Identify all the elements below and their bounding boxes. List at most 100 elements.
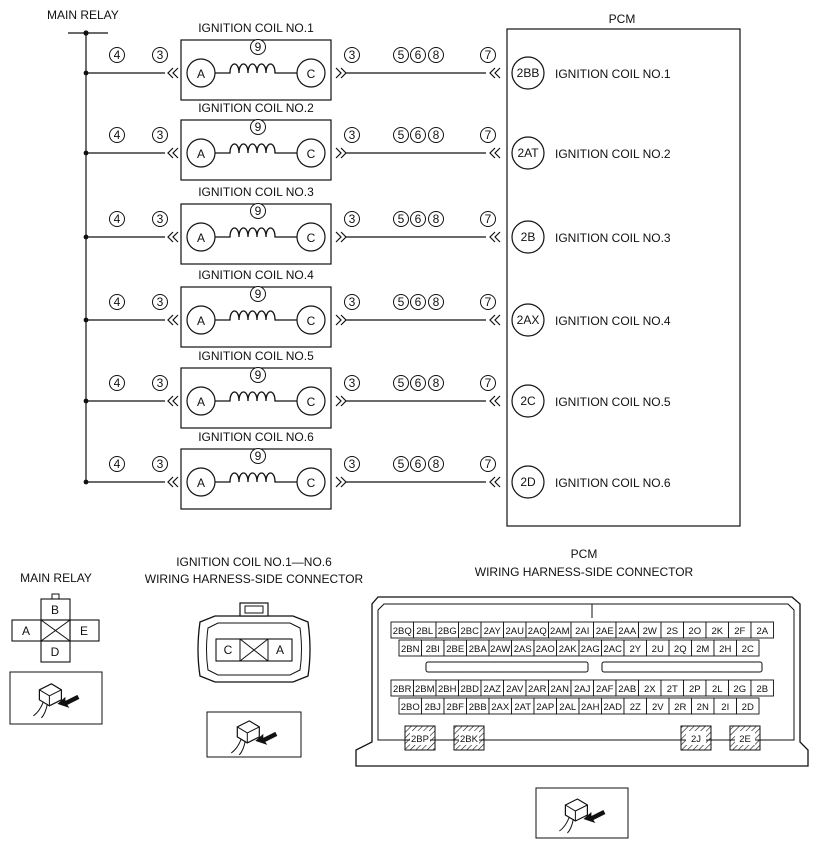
wire-marker-5: 5 bbox=[398, 295, 405, 309]
pcm-pin-label: 2BC bbox=[461, 626, 480, 637]
pcm-pin-label: 2AI bbox=[575, 626, 589, 637]
pcm-pin-label: 2B bbox=[756, 684, 768, 695]
pcm-pin-label: 2AA bbox=[618, 626, 637, 637]
wire-marker-3: 3 bbox=[349, 457, 356, 471]
coil-marker-9: 9 bbox=[255, 287, 262, 301]
coil-pin-a: A bbox=[197, 395, 205, 409]
wire-marker-5: 5 bbox=[398, 457, 405, 471]
pcm-terminal: 2D bbox=[520, 475, 536, 489]
coil-title: IGNITION COIL NO.5 bbox=[198, 349, 314, 363]
relay-pin: D bbox=[51, 645, 60, 659]
pcm-terminal-label: IGNITION COIL NO.5 bbox=[555, 395, 671, 409]
coil-connector-title2: WIRING HARNESS-SIDE CONNECTOR bbox=[145, 572, 364, 586]
pcm-pin-label: 2C bbox=[742, 644, 754, 655]
coil-conn-pin-a: A bbox=[276, 643, 284, 657]
wire-marker-3: 3 bbox=[157, 376, 164, 390]
wire-marker-4: 4 bbox=[114, 295, 121, 309]
coil-marker-9: 9 bbox=[255, 368, 262, 382]
pcm-pin-label: 2AY bbox=[484, 626, 502, 637]
pcm-pin-label: 2BQ bbox=[393, 626, 412, 637]
wire-marker-6: 6 bbox=[415, 48, 422, 62]
pcm-box bbox=[506, 28, 741, 527]
wire-marker-3: 3 bbox=[349, 376, 356, 390]
view-direction-arrow-icon bbox=[255, 731, 278, 745]
pcm-terminal: 2B bbox=[521, 230, 536, 244]
pcm-pin-label: 2BN bbox=[401, 644, 420, 655]
coil-pin-c: C bbox=[307, 147, 316, 161]
coil-winding bbox=[215, 391, 297, 402]
pcm-pin-label: 2U bbox=[652, 644, 664, 655]
wire-marker-7: 7 bbox=[485, 376, 492, 390]
wire-marker-4: 4 bbox=[114, 376, 121, 390]
main-relay-label: MAIN RELAY bbox=[47, 8, 119, 22]
pcm-pin-label: 2AZ bbox=[484, 684, 502, 695]
wire-marker-3: 3 bbox=[157, 295, 164, 309]
pcm-pin-label: 2BB bbox=[469, 702, 487, 713]
pcm-pin-label: 2AN bbox=[551, 684, 570, 695]
pcm-pin-label: 2L bbox=[712, 684, 723, 695]
wire-marker-6: 6 bbox=[415, 457, 422, 471]
pcm-pin-label: 2D bbox=[742, 702, 754, 713]
pcm-pin-label: 2BH bbox=[438, 684, 457, 695]
pcm-pin-label: 2F bbox=[734, 626, 745, 637]
pcm-pin-label: 2P bbox=[689, 684, 701, 695]
coil-pin-c: C bbox=[307, 395, 316, 409]
pcm-pin-label: 2AU bbox=[506, 626, 525, 637]
pcm-pin-label: 2M bbox=[696, 644, 709, 655]
pcm-pin-label: 2R bbox=[674, 702, 686, 713]
pcm-pin-label: 2BD bbox=[461, 684, 480, 695]
wire-marker-4: 4 bbox=[114, 128, 121, 142]
coil-marker-9: 9 bbox=[255, 204, 262, 218]
coil-title: IGNITION COIL NO.1 bbox=[198, 21, 314, 35]
pcm-pin-label: 2BR bbox=[393, 684, 412, 695]
pcm-pin-label: 2AG bbox=[581, 644, 600, 655]
pcm-pin-label: 2N bbox=[697, 702, 709, 713]
coil-winding bbox=[215, 472, 297, 483]
wire-marker-3: 3 bbox=[157, 212, 164, 226]
coil-pin-a: A bbox=[197, 314, 205, 328]
pcm-pin-label: 2AT bbox=[514, 702, 531, 713]
wire-marker-3: 3 bbox=[349, 128, 356, 142]
pcm-pin-label: 2W bbox=[643, 626, 657, 637]
pcm-pin-label: 2Q bbox=[674, 644, 687, 655]
wire-marker-5: 5 bbox=[398, 128, 405, 142]
pcm-pin-label: 2BA bbox=[469, 644, 488, 655]
coil-marker-9: 9 bbox=[255, 120, 262, 134]
coil-title: IGNITION COIL NO.4 bbox=[198, 268, 314, 282]
pcm-pin-label: 2AO bbox=[536, 644, 555, 655]
view-direction-arrow-icon bbox=[57, 694, 80, 708]
wire-marker-6: 6 bbox=[415, 128, 422, 142]
connector-view-icon bbox=[9, 671, 103, 725]
pcm-terminal: 2C bbox=[520, 394, 536, 408]
pcm-pin-label: 2O bbox=[688, 626, 701, 637]
wire-marker-4: 4 bbox=[114, 48, 121, 62]
pcm-terminal-label: IGNITION COIL NO.3 bbox=[555, 231, 671, 245]
coil-marker-9: 9 bbox=[255, 449, 262, 463]
pcm-pin-label: 2BJ bbox=[425, 702, 442, 713]
pcm-connector-title2: WIRING HARNESS-SIDE CONNECTOR bbox=[475, 565, 694, 579]
pcm-blocked-pin-label: 2BK bbox=[460, 734, 479, 745]
pcm-pin-label: 2AL bbox=[559, 702, 576, 713]
pcm-pin-label: 2AR bbox=[528, 684, 547, 695]
pcm-terminal-label: IGNITION COIL NO.2 bbox=[555, 147, 671, 161]
wire-marker-6: 6 bbox=[415, 212, 422, 226]
pcm-pin-label: 2BL bbox=[416, 626, 433, 637]
wire-marker-3: 3 bbox=[157, 128, 164, 142]
coil-winding bbox=[215, 143, 297, 154]
pcm-pin-label: 2Z bbox=[630, 702, 641, 713]
wire-marker-4: 4 bbox=[114, 212, 121, 226]
wire-marker-5: 5 bbox=[398, 48, 405, 62]
pcm-pin-label: 2AD bbox=[604, 702, 623, 713]
pcm-pin-label: 2AK bbox=[559, 644, 578, 655]
pcm-blocked-pin-label: 2BP bbox=[411, 734, 429, 745]
pcm-pin-label: 2AC bbox=[604, 644, 623, 655]
wire-marker-3: 3 bbox=[349, 48, 356, 62]
pcm-pin-label: 2AW bbox=[490, 644, 510, 655]
pcm-pin-label: 2A bbox=[756, 626, 768, 637]
